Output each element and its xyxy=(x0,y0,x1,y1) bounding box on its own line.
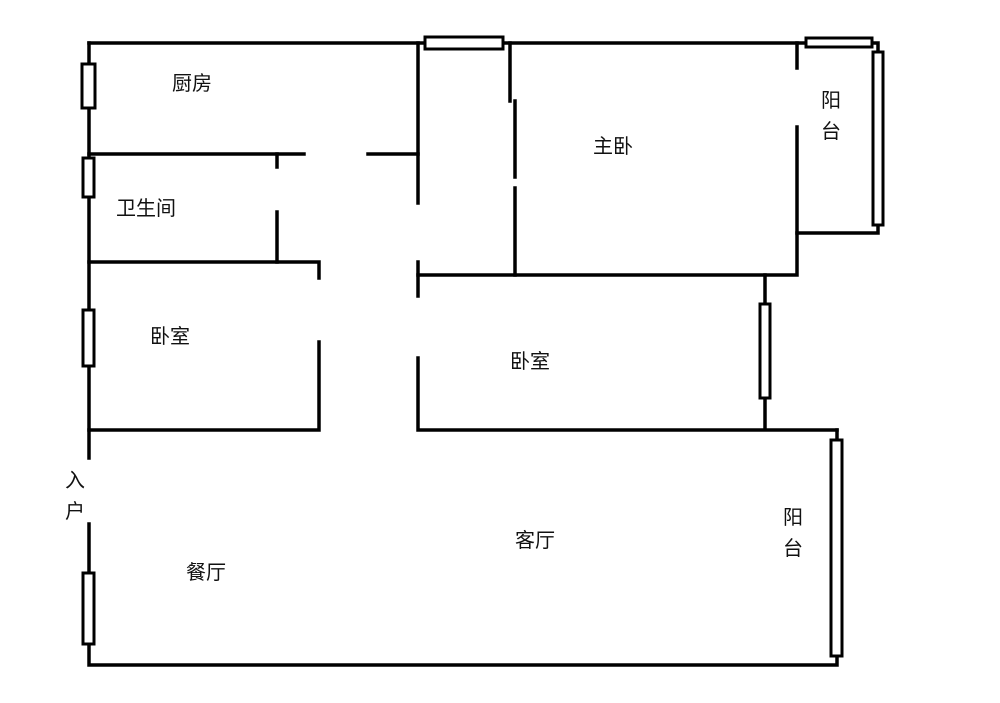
room-label-bedroom-left: 卧室 xyxy=(150,324,190,348)
room-label-entrance: 入户 xyxy=(65,468,85,523)
room-label-dining-room: 餐厅 xyxy=(186,560,226,584)
windows xyxy=(80,35,885,658)
room-label-balcony-bottom: 阳台 xyxy=(783,505,803,560)
room-label-living-room: 客厅 xyxy=(515,528,555,552)
room-label-kitchen: 厨房 xyxy=(172,71,212,95)
room-label-bedroom-right: 卧室 xyxy=(510,349,550,373)
room-label-bathroom: 卫生间 xyxy=(116,196,176,220)
room-label-balcony-top: 阳台 xyxy=(821,88,841,143)
room-label-master-bedroom: 主卧 xyxy=(593,134,633,158)
